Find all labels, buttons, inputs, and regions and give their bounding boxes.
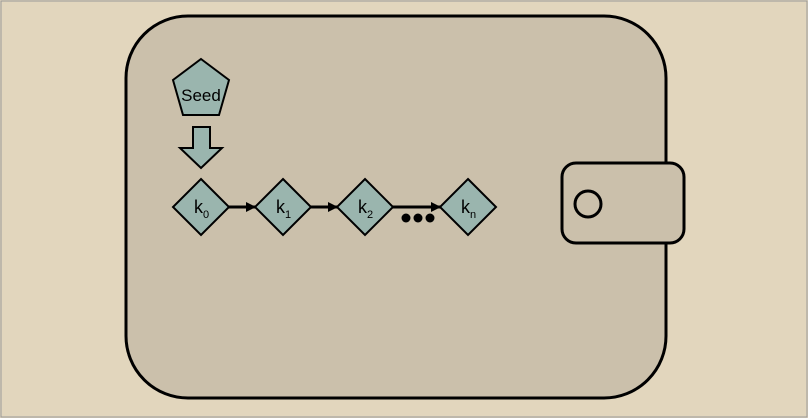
ellipsis-icon xyxy=(401,213,435,223)
key-node-1: k1 xyxy=(253,177,313,237)
key-label: k0 xyxy=(194,197,209,221)
key-label: k1 xyxy=(276,197,291,221)
key-subscript: 1 xyxy=(285,209,291,221)
key-base: k xyxy=(358,197,368,217)
seed-label: Seed xyxy=(181,86,221,105)
wallet-clasp xyxy=(560,161,686,245)
key-label: k2 xyxy=(358,197,373,221)
key-subscript: 0 xyxy=(203,209,209,221)
key-subscript: n xyxy=(470,209,476,221)
key-base: k xyxy=(194,197,204,217)
seed-node: Seed xyxy=(171,57,231,116)
key-subscript: 2 xyxy=(367,209,373,221)
key-base: k xyxy=(276,197,286,217)
key-node-2: k2 xyxy=(335,177,395,237)
key-node-0: k0 xyxy=(171,177,231,237)
clasp-button-icon xyxy=(573,189,603,219)
derive-arrow-icon xyxy=(177,126,225,170)
key-label: kn xyxy=(461,197,476,221)
key-node-n: kn xyxy=(438,177,498,237)
key-base: k xyxy=(461,197,471,217)
